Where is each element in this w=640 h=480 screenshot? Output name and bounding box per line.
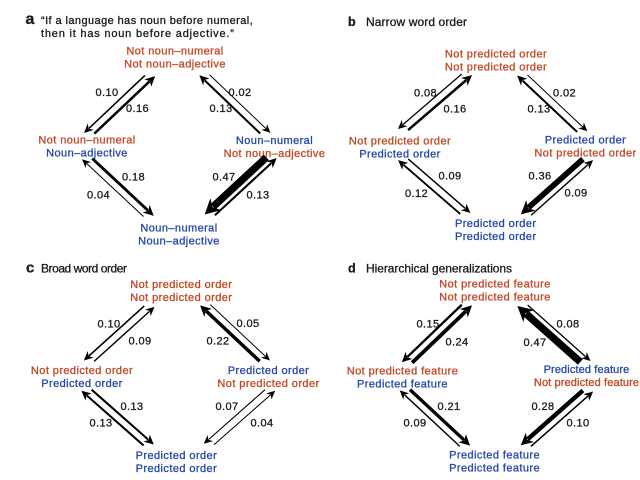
svg-text:Not predicted order: Not predicted order	[130, 279, 232, 291]
svg-text:Not predicted order: Not predicted order	[349, 136, 451, 148]
svg-text:0.16: 0.16	[126, 103, 149, 115]
svg-text:Hierarchical generalizations: Hierarchical generalizations	[366, 262, 512, 276]
svg-text:0.13: 0.13	[89, 418, 112, 430]
svg-text:Predicted feature: Predicted feature	[544, 364, 630, 376]
svg-text:Not noun–numeral: Not noun–numeral	[38, 135, 135, 147]
svg-text:Predicted order: Predicted order	[228, 365, 310, 377]
svg-text:Not predicted order: Not predicted order	[31, 365, 133, 377]
svg-text:Noun–adjective: Noun–adjective	[46, 148, 128, 160]
svg-text:0.21: 0.21	[437, 401, 460, 413]
svg-text:Predicted order: Predicted order	[545, 135, 627, 147]
svg-text:Predicted order: Predicted order	[455, 231, 537, 243]
svg-text:Broad word order: Broad word order	[41, 262, 127, 276]
svg-text:Not predicted order: Not predicted order	[534, 148, 636, 160]
svg-text:0.07: 0.07	[215, 401, 238, 413]
svg-text:0.09: 0.09	[438, 171, 461, 183]
svg-text:0.04: 0.04	[250, 418, 273, 430]
svg-text:0.09: 0.09	[564, 188, 587, 200]
svg-text:Not predicted order: Not predicted order	[217, 378, 319, 390]
svg-text:0.28: 0.28	[531, 401, 554, 413]
svg-text:Narrow word order: Narrow word order	[366, 15, 467, 29]
svg-text:d: d	[348, 262, 356, 276]
svg-text:Predicted feature: Predicted feature	[357, 378, 448, 390]
svg-text:a: a	[26, 11, 35, 28]
svg-text:0.09: 0.09	[128, 336, 151, 348]
svg-text:Not predicted order: Not predicted order	[445, 48, 547, 60]
svg-text:0.02: 0.02	[228, 87, 251, 99]
svg-text:0.36: 0.36	[528, 171, 551, 183]
svg-text:0.10: 0.10	[95, 87, 118, 99]
svg-text:Noun–adjective: Noun–adjective	[138, 236, 220, 248]
svg-text:b: b	[348, 15, 356, 29]
svg-text:0.09: 0.09	[403, 418, 426, 430]
svg-text:Noun–numeral: Noun–numeral	[140, 223, 217, 235]
svg-text:Not noun–adjective: Not noun–adjective	[124, 59, 226, 71]
svg-text:“If a language has noun before: “If a language has noun before numeral,	[41, 15, 253, 27]
svg-text:Not predicted feature: Not predicted feature	[439, 292, 551, 304]
svg-text:0.47: 0.47	[523, 337, 546, 349]
svg-text:Predicted order: Predicted order	[455, 218, 537, 230]
svg-text:Not noun–adjective: Not noun–adjective	[224, 148, 326, 160]
svg-text:Predicted order: Predicted order	[136, 463, 218, 475]
svg-text:0.13: 0.13	[527, 104, 550, 116]
svg-text:Not predicted order: Not predicted order	[130, 292, 232, 304]
svg-text:0.10: 0.10	[566, 418, 589, 430]
svg-text:0.16: 0.16	[443, 104, 466, 116]
svg-text:Not predicted feature: Not predicted feature	[347, 365, 459, 377]
svg-text:0.08: 0.08	[556, 319, 579, 331]
svg-text:0.05: 0.05	[236, 318, 259, 330]
svg-text:0.22: 0.22	[206, 336, 229, 348]
svg-text:Not predicted order: Not predicted order	[445, 61, 547, 73]
svg-text:c: c	[26, 260, 35, 277]
svg-text:0.13: 0.13	[120, 401, 143, 413]
svg-text:0.15: 0.15	[416, 319, 439, 331]
svg-text:0.10: 0.10	[97, 319, 120, 331]
svg-text:0.24: 0.24	[445, 337, 468, 349]
svg-text:0.13: 0.13	[246, 190, 269, 202]
svg-text:Not predicted feature: Not predicted feature	[534, 377, 639, 389]
svg-text:then it has noun before adject: then it has noun before adjective.”	[41, 28, 235, 40]
svg-text:0.08: 0.08	[414, 88, 437, 100]
svg-text:Predicted order: Predicted order	[136, 450, 218, 462]
svg-text:Predicted feature: Predicted feature	[449, 462, 540, 474]
svg-text:Noun–numeral: Noun–numeral	[236, 135, 313, 147]
svg-text:Not predicted feature: Not predicted feature	[439, 279, 551, 291]
svg-text:Not noun–numeral: Not noun–numeral	[126, 46, 223, 58]
svg-text:0.04: 0.04	[87, 190, 110, 202]
svg-text:Predicted feature: Predicted feature	[449, 449, 540, 461]
svg-text:0.02: 0.02	[553, 88, 576, 100]
svg-text:Predicted order: Predicted order	[41, 378, 123, 390]
svg-text:0.18: 0.18	[122, 172, 145, 184]
svg-text:0.12: 0.12	[405, 188, 428, 200]
svg-text:Predicted order: Predicted order	[359, 149, 441, 161]
svg-text:0.13: 0.13	[209, 103, 232, 115]
svg-text:0.47: 0.47	[212, 172, 235, 184]
